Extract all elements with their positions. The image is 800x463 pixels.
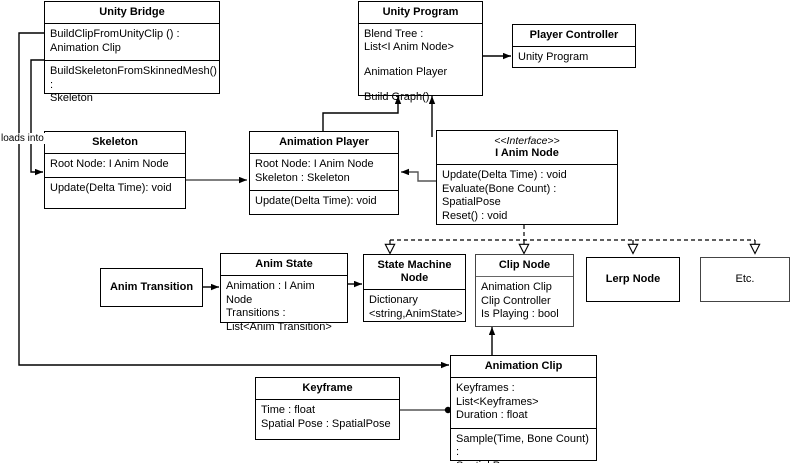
class-title: Animation Clip bbox=[484, 360, 563, 372]
class-title: Anim State bbox=[255, 258, 313, 270]
class-box-animation-player[interactable]: Animation Player Root Node: I Anim Node … bbox=[249, 131, 399, 215]
divider bbox=[45, 60, 219, 61]
edge-unitybridge-skeleton bbox=[30, 59, 44, 176]
class-title: Keyframe bbox=[302, 382, 353, 394]
divider bbox=[437, 164, 617, 165]
divider bbox=[250, 153, 398, 154]
edge-ianimnode-animationplayer bbox=[401, 168, 436, 182]
class-compartment-operations: Update(Delta Time): void bbox=[50, 181, 172, 194]
class-compartment-operations: Update(Delta Time) : void Evaluate(Bone … bbox=[442, 169, 567, 222]
class-compartment-members: Root Node: I Anim Node Skeleton : Skelet… bbox=[255, 158, 374, 184]
divider bbox=[45, 153, 185, 154]
class-compartment-members: Blend Tree : List<I Anim Node> Animation… bbox=[364, 28, 454, 103]
class-compartment-operations: Update(Delta Time): void bbox=[255, 195, 377, 207]
divider bbox=[221, 275, 347, 276]
class-compartment-members: Keyframes : List<Keyframes> Duration : f… bbox=[456, 382, 539, 421]
class-box-clip-node[interactable]: Clip Node Animation Clip Clip Controller… bbox=[475, 254, 574, 327]
divider bbox=[359, 23, 482, 24]
class-compartment-members: Dictionary <string,AnimState> bbox=[369, 294, 463, 320]
divider bbox=[250, 190, 398, 191]
divider bbox=[476, 276, 573, 277]
divider bbox=[45, 176, 185, 178]
class-compartment-members: Animation : I Anim Node Transitions : Li… bbox=[226, 280, 332, 333]
class-compartment-members: Animation Clip Clip Controller Is Playin… bbox=[481, 281, 559, 320]
edge-animationplayer-unityprogram bbox=[322, 96, 402, 131]
divider bbox=[513, 46, 635, 47]
class-box-state-machine-node[interactable]: State Machine Node Dictionary <string,An… bbox=[363, 254, 466, 322]
class-title: State Machine Node bbox=[377, 259, 452, 284]
class-title: Anim Transition bbox=[109, 281, 194, 293]
divider bbox=[45, 23, 219, 24]
class-compartment-members: Time : float Spatial Pose : SpatialPose bbox=[261, 404, 391, 430]
stereotype-label: <<Interface>> bbox=[494, 135, 560, 147]
class-box-animation-clip[interactable]: Animation Clip Keyframes : List<Keyframe… bbox=[450, 355, 597, 463]
class-title: Skeleton bbox=[92, 136, 138, 148]
class-box-skeleton[interactable]: Skeleton Root Node: I Anim Node Update(D… bbox=[44, 131, 186, 209]
class-title: Player Controller bbox=[529, 29, 619, 41]
class-box-unity-bridge[interactable]: Unity Bridge BuildClipFromUnityClip () :… bbox=[44, 1, 220, 104]
class-box-anim-transition[interactable]: Anim Transition bbox=[100, 268, 203, 307]
class-box-lerp-node[interactable]: Lerp Node bbox=[586, 257, 680, 302]
class-title: Clip Node bbox=[498, 259, 551, 271]
edge-label-loads-into: loads into bbox=[0, 133, 45, 144]
class-title: Lerp Node bbox=[605, 273, 661, 285]
class-title: Unity Bridge bbox=[99, 6, 165, 18]
divider bbox=[451, 427, 596, 429]
class-box-anim-state[interactable]: Anim State Animation : I Anim Node Trans… bbox=[220, 253, 348, 333]
class-title: <<Interface>> I Anim Node bbox=[437, 131, 617, 164]
class-title: Etc. bbox=[735, 273, 755, 285]
divider bbox=[256, 399, 399, 400]
class-box-player-controller[interactable]: Player Controller Unity Program bbox=[512, 24, 636, 68]
edge-unitybridge-animationclip bbox=[18, 32, 449, 369]
realization-bus bbox=[390, 225, 755, 254]
class-compartment-operations: Sample(Time, Bone Count) : Spatial Pose bbox=[456, 432, 589, 463]
class-box-keyframe[interactable]: Keyframe Time : float Spatial Pose : Spa… bbox=[255, 377, 400, 440]
class-compartment-operations-2: BuildSkeletonFromSkinnedMesh() : Skeleto… bbox=[50, 65, 217, 104]
class-compartment-members: Unity Program bbox=[518, 51, 589, 63]
class-box-etc-node[interactable]: Etc. bbox=[700, 257, 790, 302]
class-title: Animation Player bbox=[279, 136, 369, 148]
class-box-unity-program[interactable]: Unity Program Blend Tree : List<I Anim N… bbox=[358, 1, 483, 103]
class-compartment-operations-1: BuildClipFromUnityClip () : Animation Cl… bbox=[50, 28, 180, 54]
class-box-i-anim-node[interactable]: <<Interface>> I Anim Node Update(Delta T… bbox=[436, 130, 618, 225]
class-title: Unity Program bbox=[382, 6, 459, 18]
class-compartment-members: Root Node: I Anim Node bbox=[50, 158, 169, 170]
divider bbox=[451, 377, 596, 378]
divider bbox=[364, 289, 465, 290]
interface-name: I Anim Node bbox=[495, 147, 559, 159]
